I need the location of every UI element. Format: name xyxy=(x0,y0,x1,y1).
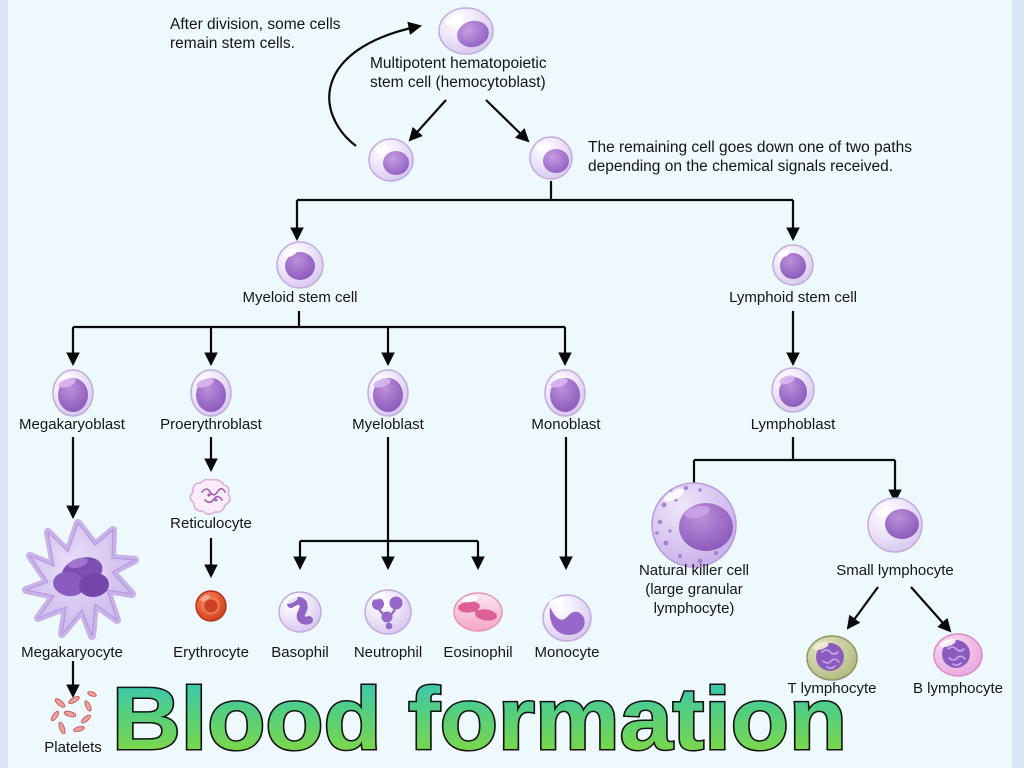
title-text: Blood formation xyxy=(112,669,847,768)
label-lymphoblast: Lymphoblast xyxy=(750,416,836,433)
label-natural-killer-cell: Natural killer cell (large granular lymp… xyxy=(638,562,750,617)
daughter-stem-cell-left xyxy=(368,138,414,182)
arrow-loop-back-to-stem xyxy=(328,21,423,147)
daughter-stem-cell-right xyxy=(529,136,573,180)
label-platelets: Platelets xyxy=(44,739,102,756)
lymphoblast-cell xyxy=(771,367,815,413)
label-monocyte: Monocyte xyxy=(534,644,600,661)
arrow-to-left-daughter xyxy=(408,99,447,142)
hemocytoblast-cell xyxy=(438,7,494,55)
small-lymphocyte-cell xyxy=(867,497,923,553)
arrow-to-b-lymphocyte xyxy=(910,586,952,633)
b-lymphocyte-cell xyxy=(933,633,983,677)
label-monoblast: Monoblast xyxy=(531,416,601,433)
myeloblast-cell xyxy=(367,369,409,417)
label-myeloid-stem-cell: Myeloid stem cell xyxy=(242,289,358,306)
label-megakaryoblast: Megakaryoblast xyxy=(19,416,125,433)
note-multipotent: Multipotent hematopoietic stem cell (hem… xyxy=(370,55,547,91)
note-remaining-cell: The remaining cell goes down one of two … xyxy=(588,139,912,175)
label-megakaryocyte: Megakaryocyte xyxy=(21,644,123,661)
label-small-lymphocyte: Small lymphocyte xyxy=(836,562,954,579)
label-eosinophil: Eosinophil xyxy=(443,644,513,661)
megakaryocyte-cell xyxy=(22,519,139,640)
neutrophil-cell xyxy=(364,589,412,635)
connector-arrows xyxy=(66,21,952,699)
monoblast-cell xyxy=(544,369,586,417)
left-border-strip xyxy=(0,0,8,768)
basophil-cell xyxy=(278,591,322,633)
reticulocyte-cell xyxy=(189,478,231,516)
arrow-to-t-lymphocyte xyxy=(846,586,879,630)
lymphoid-stem-cell xyxy=(772,244,814,286)
erythrocyte-cell xyxy=(195,590,227,622)
label-myeloblast: Myeloblast xyxy=(352,416,424,433)
proerythroblast-cell xyxy=(190,369,232,417)
label-basophil: Basophil xyxy=(271,644,329,661)
arrow-to-right-daughter xyxy=(485,99,530,143)
myeloid-stem-cell xyxy=(276,241,324,289)
label-erythrocyte: Erythrocyte xyxy=(173,644,249,661)
t-lymphocyte-cell xyxy=(806,635,858,681)
label-reticulocyte: Reticulocyte xyxy=(170,515,252,532)
label-neutrophil: Neutrophil xyxy=(353,644,423,661)
label-proerythroblast: Proerythroblast xyxy=(160,416,262,433)
note-after-division: After division, some cells remain stem c… xyxy=(170,16,341,52)
right-border-strip xyxy=(1012,0,1024,768)
natural-killer-cell xyxy=(651,482,737,568)
label-lymphoid-stem-cell: Lymphoid stem cell xyxy=(729,289,857,306)
eosinophil-cell xyxy=(453,592,503,632)
platelets-fragments xyxy=(50,691,97,735)
megakaryoblast-cell xyxy=(52,369,94,417)
label-t-lymphocyte: T lymphocyte xyxy=(787,680,877,697)
label-b-lymphocyte: B lymphocyte xyxy=(912,680,1004,697)
monocyte-cell xyxy=(542,594,592,642)
